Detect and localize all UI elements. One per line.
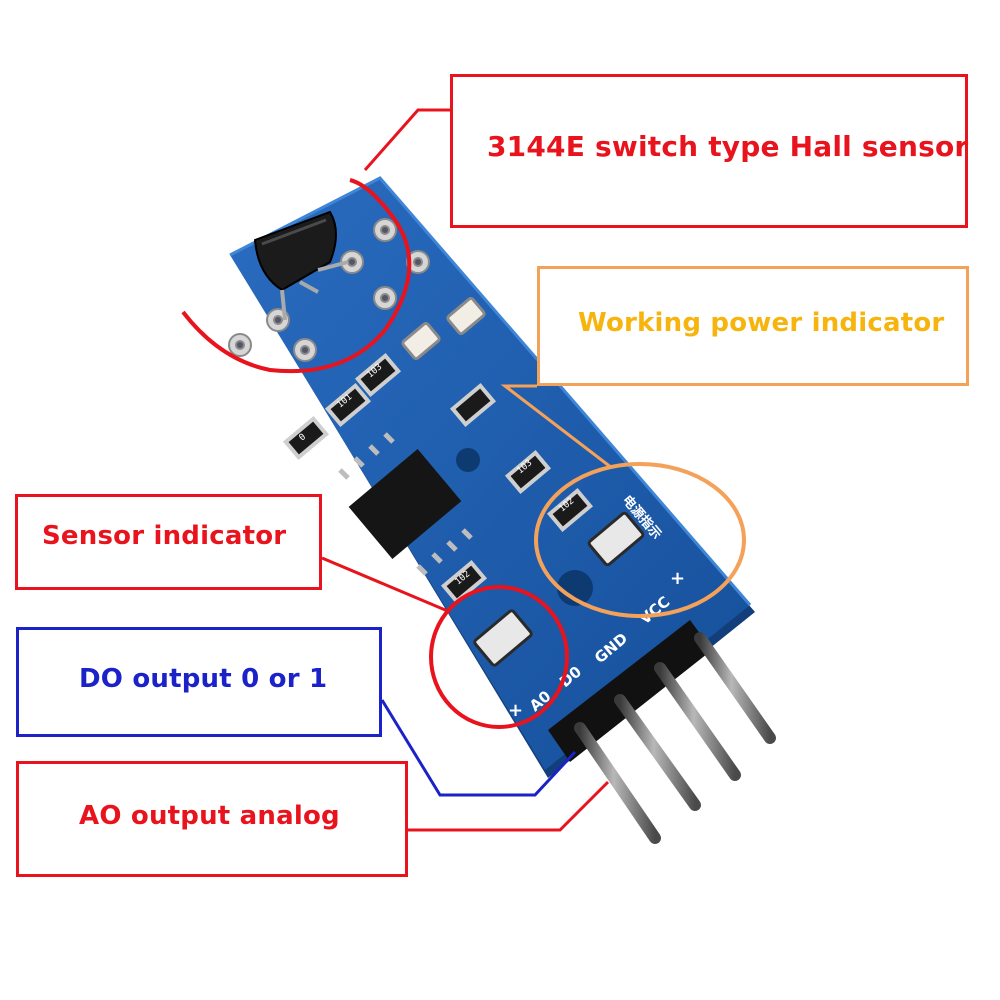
plus-sign-power: + — [670, 568, 685, 589]
smd-components — [282, 297, 645, 667]
header-pins — [548, 620, 776, 844]
hall-sensor-component — [253, 210, 349, 321]
callout-hall-sensor-text: 3144E switch type Hall sensor — [487, 129, 969, 163]
callout-ao-output: AO output analog — [16, 761, 408, 877]
callout-do-output-text: DO output 0 or 1 — [79, 664, 328, 694]
plus-sign-sensor: + — [508, 700, 523, 721]
callout-sensor-indicator: Sensor indicator — [15, 494, 322, 590]
resistor-code: 0 — [298, 432, 309, 443]
callout-power-indicator-text: Working power indicator — [578, 308, 945, 338]
solder-pads — [228, 218, 430, 362]
callout-hall-sensor: 3144E switch type Hall sensor — [450, 74, 968, 228]
callout-do-output: DO output 0 or 1 — [16, 627, 382, 737]
callout-ao-output-text: AO output analog — [79, 801, 340, 831]
callout-sensor-indicator-text: Sensor indicator — [42, 521, 287, 551]
highlight-marks — [181, 178, 746, 729]
leader-lines — [321, 108, 613, 832]
callout-power-indicator: Working power indicator — [537, 266, 969, 386]
